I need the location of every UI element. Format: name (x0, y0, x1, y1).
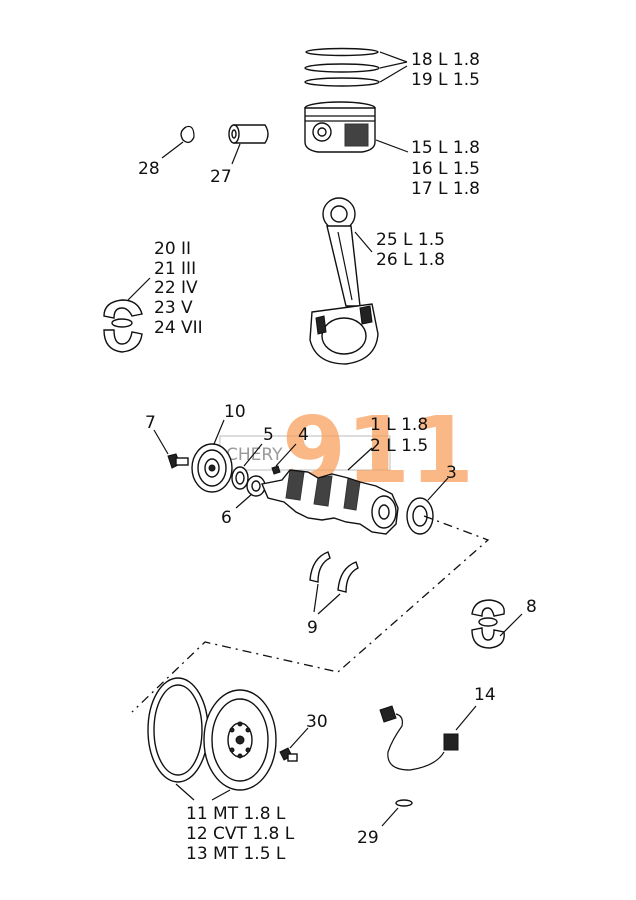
label-21: 21 III (154, 259, 196, 279)
label-17: 17 L 1.8 (411, 179, 480, 199)
label-20: 20 II (154, 239, 191, 259)
sensor-icon (379, 705, 477, 771)
piston-ring-icon (304, 47, 408, 87)
label-25: 25 L 1.5 (376, 230, 445, 250)
key-icon (271, 443, 297, 475)
label-26: 26 L 1.8 (376, 250, 445, 270)
bearing-shell-icon (471, 599, 523, 649)
circlip-icon (161, 125, 195, 159)
label-10: 10 (224, 402, 246, 422)
label-12: 12 CVT 1.8 L (186, 824, 295, 844)
label-23: 23 V (154, 298, 193, 318)
label-28: 28 (138, 159, 160, 179)
thrust-washer-icon (406, 477, 449, 535)
label-9: 9 (307, 618, 318, 638)
label-4: 4 (298, 425, 309, 445)
label-11: 11 MT 1.8 L (186, 804, 286, 824)
label-6: 6 (221, 508, 232, 528)
pulley-icon (191, 419, 233, 493)
label-24: 24 VII (154, 318, 203, 338)
pin-icon (381, 799, 413, 827)
sprocket-icon (235, 475, 266, 509)
label-16: 16 L 1.5 (411, 159, 480, 179)
label-30: 30 (306, 712, 328, 732)
piston-pin-icon (228, 124, 269, 165)
label-29: 29 (357, 828, 379, 848)
label-18: 18 L 1.8 (411, 50, 480, 70)
label-8: 8 (526, 597, 537, 617)
label-19: 19 L 1.5 (411, 70, 480, 90)
flywheel-icon (147, 677, 277, 801)
watermark-brand: CHERY (226, 445, 283, 465)
connecting-rod-icon (309, 197, 379, 365)
bolt-icon (153, 429, 189, 469)
assembly-line (131, 515, 490, 713)
bolt-icon (279, 727, 309, 762)
label-1: 1 L 1.8 (370, 415, 428, 435)
label-13: 13 MT 1.5 L (186, 844, 286, 864)
label-3: 3 (446, 463, 457, 483)
seal-icon (231, 443, 263, 490)
bearing-shell-icon (103, 277, 151, 353)
thrust-ring-icon (309, 551, 359, 615)
piston-icon (304, 101, 409, 153)
label-14: 14 (474, 685, 496, 705)
label-27: 27 (210, 167, 232, 187)
label-15: 15 L 1.8 (411, 138, 480, 158)
label-22: 22 IV (154, 278, 198, 298)
label-2: 2 L 1.5 (370, 436, 428, 456)
crankshaft-icon (261, 447, 399, 535)
label-5: 5 (263, 425, 274, 445)
label-7: 7 (145, 413, 156, 433)
